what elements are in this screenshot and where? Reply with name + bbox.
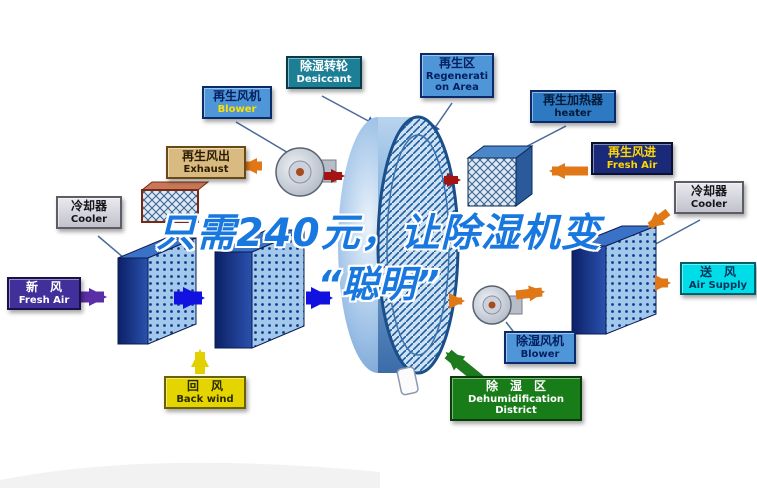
regen-fan xyxy=(275,147,325,197)
desiccant-en: Desiccant xyxy=(296,73,352,85)
desiccant-zh: 除湿转轮 xyxy=(299,59,348,73)
back-wind-en: Back wind xyxy=(176,393,234,405)
dehumid-area-en1: Dehumidification xyxy=(467,393,565,405)
label-desiccant-wheel: 除湿转轮 Desiccant xyxy=(286,56,362,90)
watermark-swoosh xyxy=(0,462,380,488)
cooler-left-en: Cooler xyxy=(70,213,108,225)
leader-desiccant xyxy=(321,95,375,126)
regen-air-in-zh: 再生风进 xyxy=(607,145,656,159)
air-supply-en: Air Supply xyxy=(688,279,748,291)
heater-box xyxy=(466,145,534,207)
regen-heater-en: heater xyxy=(554,107,592,119)
air-unit-right xyxy=(571,225,657,335)
back-wind-zh: 回 风 xyxy=(186,379,223,393)
cooler-left-zh: 冷却器 xyxy=(70,199,107,213)
fresh-air-zh: 新 风 xyxy=(25,280,62,294)
label-regen-air-in: 再生风进 Fresh Air xyxy=(591,142,673,176)
label-cooler-right: 冷却器 Cooler xyxy=(674,181,744,215)
desiccant-wheel-graphic xyxy=(338,115,460,396)
label-cooler-left: 冷却器 Cooler xyxy=(56,196,122,230)
fresh-air-en: Fresh Air xyxy=(18,294,70,306)
air-supply-zh: 送 风 xyxy=(699,265,736,279)
regen-heater-zh: 再生加热器 xyxy=(542,93,603,107)
dehumid-area-en2: District xyxy=(495,405,537,417)
arrow-cooler-right xyxy=(647,208,671,230)
air-unit-left xyxy=(117,237,197,345)
label-air-supply: 送 风 Air Supply xyxy=(680,262,756,296)
label-fresh-air: 新 风 Fresh Air xyxy=(7,277,81,311)
regen-air-out-en: Exhaust xyxy=(183,163,229,175)
cooler-right-zh: 冷却器 xyxy=(690,184,727,198)
label-dehumid-blower: 除湿风机 Blower xyxy=(504,331,576,365)
regen-air-out-zh: 再生风出 xyxy=(181,149,230,163)
regen-blower-zh: 再生风机 xyxy=(212,89,261,103)
cooler-right-en: Cooler xyxy=(690,198,728,210)
dehumid-fan xyxy=(472,285,512,325)
dehumid-blower-zh: 除湿风机 xyxy=(515,334,564,348)
flow-arrows xyxy=(78,158,671,385)
arrow-dehumid-zone xyxy=(444,349,484,385)
label-regen-heater: 再生加热器 heater xyxy=(530,90,616,124)
label-dehumid-area: 除 湿 区 Dehumidification District xyxy=(450,376,582,421)
regen-area-en2: on Area xyxy=(435,82,479,94)
wheel-tab xyxy=(396,366,419,396)
regen-area-zh: 再生区 xyxy=(438,56,475,70)
label-back-wind: 回 风 Back wind xyxy=(164,376,246,410)
dehumid-blower-en: Blower xyxy=(520,348,560,360)
label-regen-area: 再生区 Regenerati on Area xyxy=(420,53,494,98)
cooler-coil-left xyxy=(140,181,210,223)
leader-cooler-left xyxy=(97,235,125,259)
label-regen-blower: 再生风机 Blower xyxy=(202,86,272,120)
dehumid-area-zh: 除 湿 区 xyxy=(485,379,546,393)
leader-cooler-right xyxy=(651,219,701,247)
regen-blower-en: Blower xyxy=(217,103,257,115)
regen-air-in-en: Fresh Air xyxy=(606,159,658,171)
leader-blower-top xyxy=(235,121,291,155)
regen-area-en1: Regenerati xyxy=(425,70,489,82)
arrow-fan-to-unit xyxy=(515,285,545,302)
air-unit-middle xyxy=(214,229,305,349)
label-regen-air-out: 再生风出 Exhaust xyxy=(166,146,246,180)
